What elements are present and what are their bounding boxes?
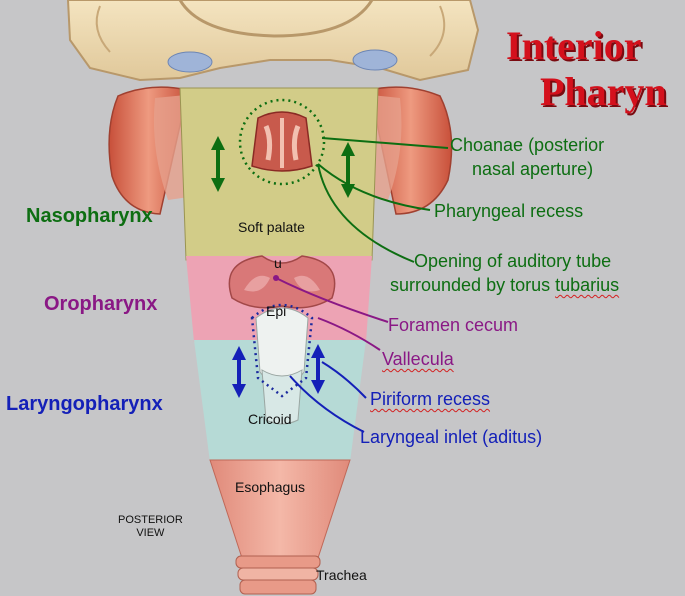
epiglottis-label: Epi [266, 303, 287, 319]
leader-lines [275, 137, 449, 433]
trachea-rings [235, 555, 321, 595]
epiglottis-shape [250, 303, 314, 425]
pharyngeal-recess-label: Pharyngeal recess [434, 201, 584, 221]
oropharynx-label: Oropharynx [44, 293, 158, 315]
title-line-1: Interior [506, 23, 642, 68]
choanae-label-line-2: nasal aperture) [472, 159, 594, 179]
nasopharynx-wall [179, 87, 379, 261]
esophagus-label: Esophagus [235, 479, 306, 495]
laryngopharynx-label: Laryngopharynx [6, 393, 163, 415]
title-line-2: Pharyn [540, 69, 667, 114]
choanae-label-line-1: Choanae (posterior [450, 135, 605, 155]
view-note: POSTERIOR VIEW [118, 514, 183, 540]
auditory-tube-text: surrounded by torus tubarius [390, 275, 620, 295]
view-note-line-2: VIEW [136, 527, 165, 540]
auditory-tube-label-line-2: surrounded by torus tubarius [390, 276, 619, 294]
esophagus-tube [209, 459, 351, 559]
vallecula-label: Vallecula [382, 349, 454, 369]
uvula-label: u [274, 255, 282, 271]
foramen-cecum-label: Foramen cecum [388, 315, 519, 335]
soft-palate-label: Soft palate [238, 219, 305, 235]
nasopharynx-label: Nasopharynx [26, 205, 153, 227]
piriform-recess-label: Piriform recess [370, 389, 491, 409]
laryngeal-inlet-label: Laryngeal inlet (aditus) [360, 427, 543, 447]
laryngopharynx-arrows [232, 344, 325, 398]
auditory-tube-label-line-1: Opening of auditory tube [414, 251, 612, 271]
tubarius-word: tubarius [555, 275, 620, 295]
skull-base [66, 0, 480, 82]
choanae-shape [238, 98, 326, 186]
nasopharynx-arrows [211, 136, 355, 198]
view-note-line-1: POSTERIOR [118, 514, 183, 526]
cricoid-label: Cricoid [248, 411, 292, 427]
trachea-label: Trachea [316, 567, 367, 583]
